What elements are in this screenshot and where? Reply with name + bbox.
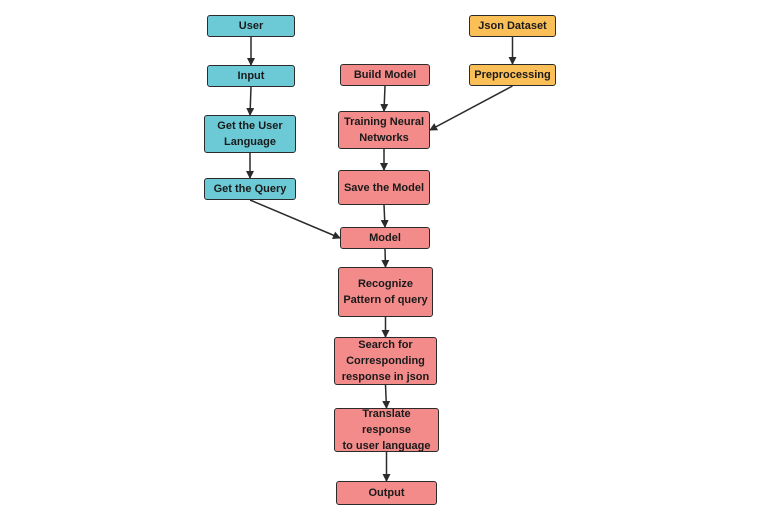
node-training-neural-networks-label: Training Neural Networks — [343, 116, 425, 144]
node-get-user-language: Get the User Language — [204, 115, 296, 153]
node-json-dataset-label: Json Dataset — [478, 20, 547, 32]
node-output: Output — [336, 481, 437, 505]
node-input-label: Input — [237, 70, 265, 82]
edge-build-model-to-training — [380, 85, 389, 112]
node-user-label: User — [238, 20, 264, 32]
node-training-neural-networks: Training Neural Networks — [338, 111, 430, 149]
node-user: User — [207, 15, 295, 37]
edge-search-to-translate — [382, 384, 391, 409]
edge-input-to-get-language — [246, 86, 255, 116]
node-get-user-language-label: Get the User Language — [217, 120, 283, 148]
node-model-label: Model — [369, 232, 401, 244]
node-build-model: Build Model — [340, 64, 430, 86]
node-search-response: Search for Corresponding response in jso… — [334, 337, 437, 385]
node-input: Input — [207, 65, 295, 87]
node-get-query-label: Get the Query — [213, 183, 287, 195]
node-get-query: Get the Query — [204, 178, 296, 200]
node-model: Model — [340, 227, 430, 249]
edge-save-model-to-model — [380, 204, 389, 228]
node-json-dataset: Json Dataset — [469, 15, 556, 37]
node-translate-response: Translate response to user language — [334, 408, 439, 452]
node-preprocessing-label: Preprocessing — [474, 69, 551, 81]
node-translate-response-label: Translate response to user language — [342, 408, 431, 452]
node-save-model-label: Save the Model — [343, 181, 425, 194]
node-search-response-label: Search for Corresponding response in jso… — [341, 339, 430, 383]
edge-model-to-recognize — [381, 248, 390, 268]
node-build-model-label: Build Model — [353, 69, 417, 81]
node-output-label: Output — [368, 487, 405, 499]
node-recognize-pattern: Recognize Pattern of query — [338, 267, 433, 317]
node-save-model: Save the Model — [338, 170, 430, 205]
edge-get-query-to-model — [249, 199, 341, 239]
node-recognize-pattern-label: Recognize Pattern of query — [343, 278, 428, 306]
node-preprocessing: Preprocessing — [469, 64, 556, 86]
edge-preprocessing-to-training — [429, 85, 513, 131]
